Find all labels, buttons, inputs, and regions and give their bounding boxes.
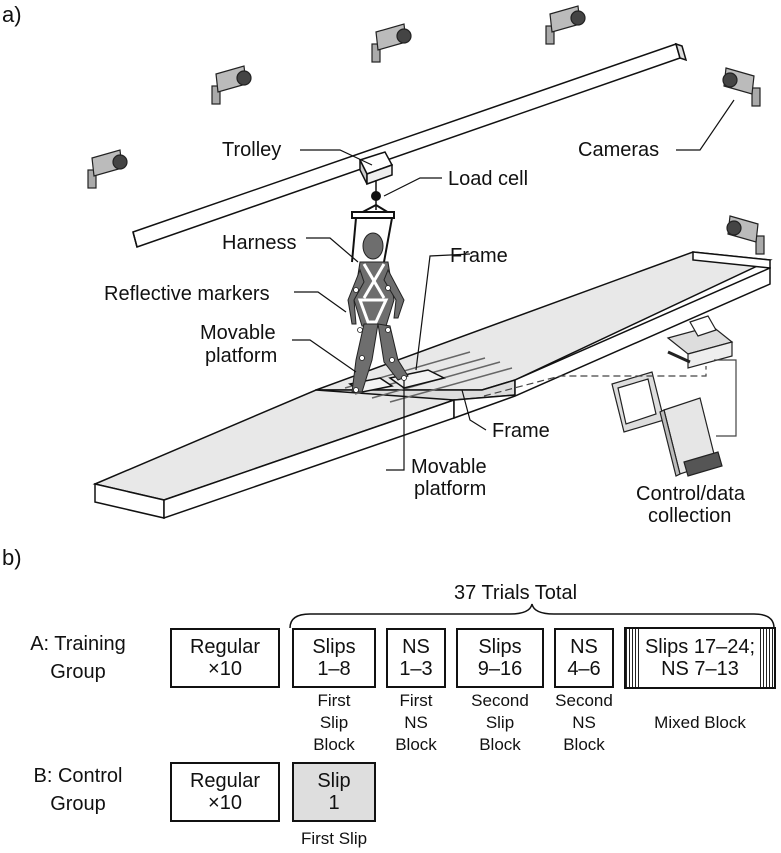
trolley-label: Trolley [222,139,282,161]
trolley [358,151,394,186]
control-slip-caption: First Slip [300,829,368,848]
first-slip-block-caption: First Slip Block [313,691,355,754]
harness-straps [357,263,389,324]
first-slip-block: Slips 1–8 [292,628,376,688]
camera-icons [87,5,765,255]
control-slip-block: Slip 1 [292,762,376,822]
cameras-label: Cameras [578,139,660,161]
panel-b-label: b) [2,545,22,570]
second-ns-block: NS 4–6 [554,628,614,688]
movable-platform-left-label-2: platform [205,345,278,367]
callout-lines [292,99,735,471]
training-regular-block: Regular ×10 [170,628,280,688]
harness-frame [351,204,395,263]
overhead-rail [132,42,688,248]
reflective-markers-label: Reflective markers [104,283,270,305]
harness-label: Harness [222,232,297,254]
frame-right-label: Frame [492,420,550,442]
total-trials-label: 37 Trials Total [454,582,578,604]
training-group-label: A: Training Group [30,633,126,683]
control-regular-block: Regular ×10 [170,762,280,822]
second-ns-block-caption: Second NS Block [555,691,613,754]
load-cell-label: Load cell [448,168,529,190]
first-ns-block-caption: First NS Block [395,691,437,754]
first-ns-block: NS 1–3 [386,628,446,688]
printer-icon [666,315,734,369]
mixed-block-caption: Mixed Block [654,713,746,732]
walkway [92,251,773,520]
movable-platform-left-label-1: Movable [200,322,276,344]
data-cables [483,359,737,437]
control-label-2: collection [648,505,732,527]
load-cell [371,191,381,201]
second-slip-block-caption: Second Slip Block [471,691,529,754]
movable-platform-bottom-label-1: Movable [411,456,487,478]
frame-top-label: Frame [450,245,508,267]
mixed-block: Slips 17–24; NS 7–13 [624,627,776,689]
second-slip-block: Slips 9–16 [456,628,544,688]
control-label-1: Control/data [636,483,745,505]
movable-platform-bottom-label-2: platform [414,478,487,500]
panel-a-label: a) [2,2,22,27]
computer-icon [611,371,723,477]
control-group-label: B: Control Group [33,765,123,815]
